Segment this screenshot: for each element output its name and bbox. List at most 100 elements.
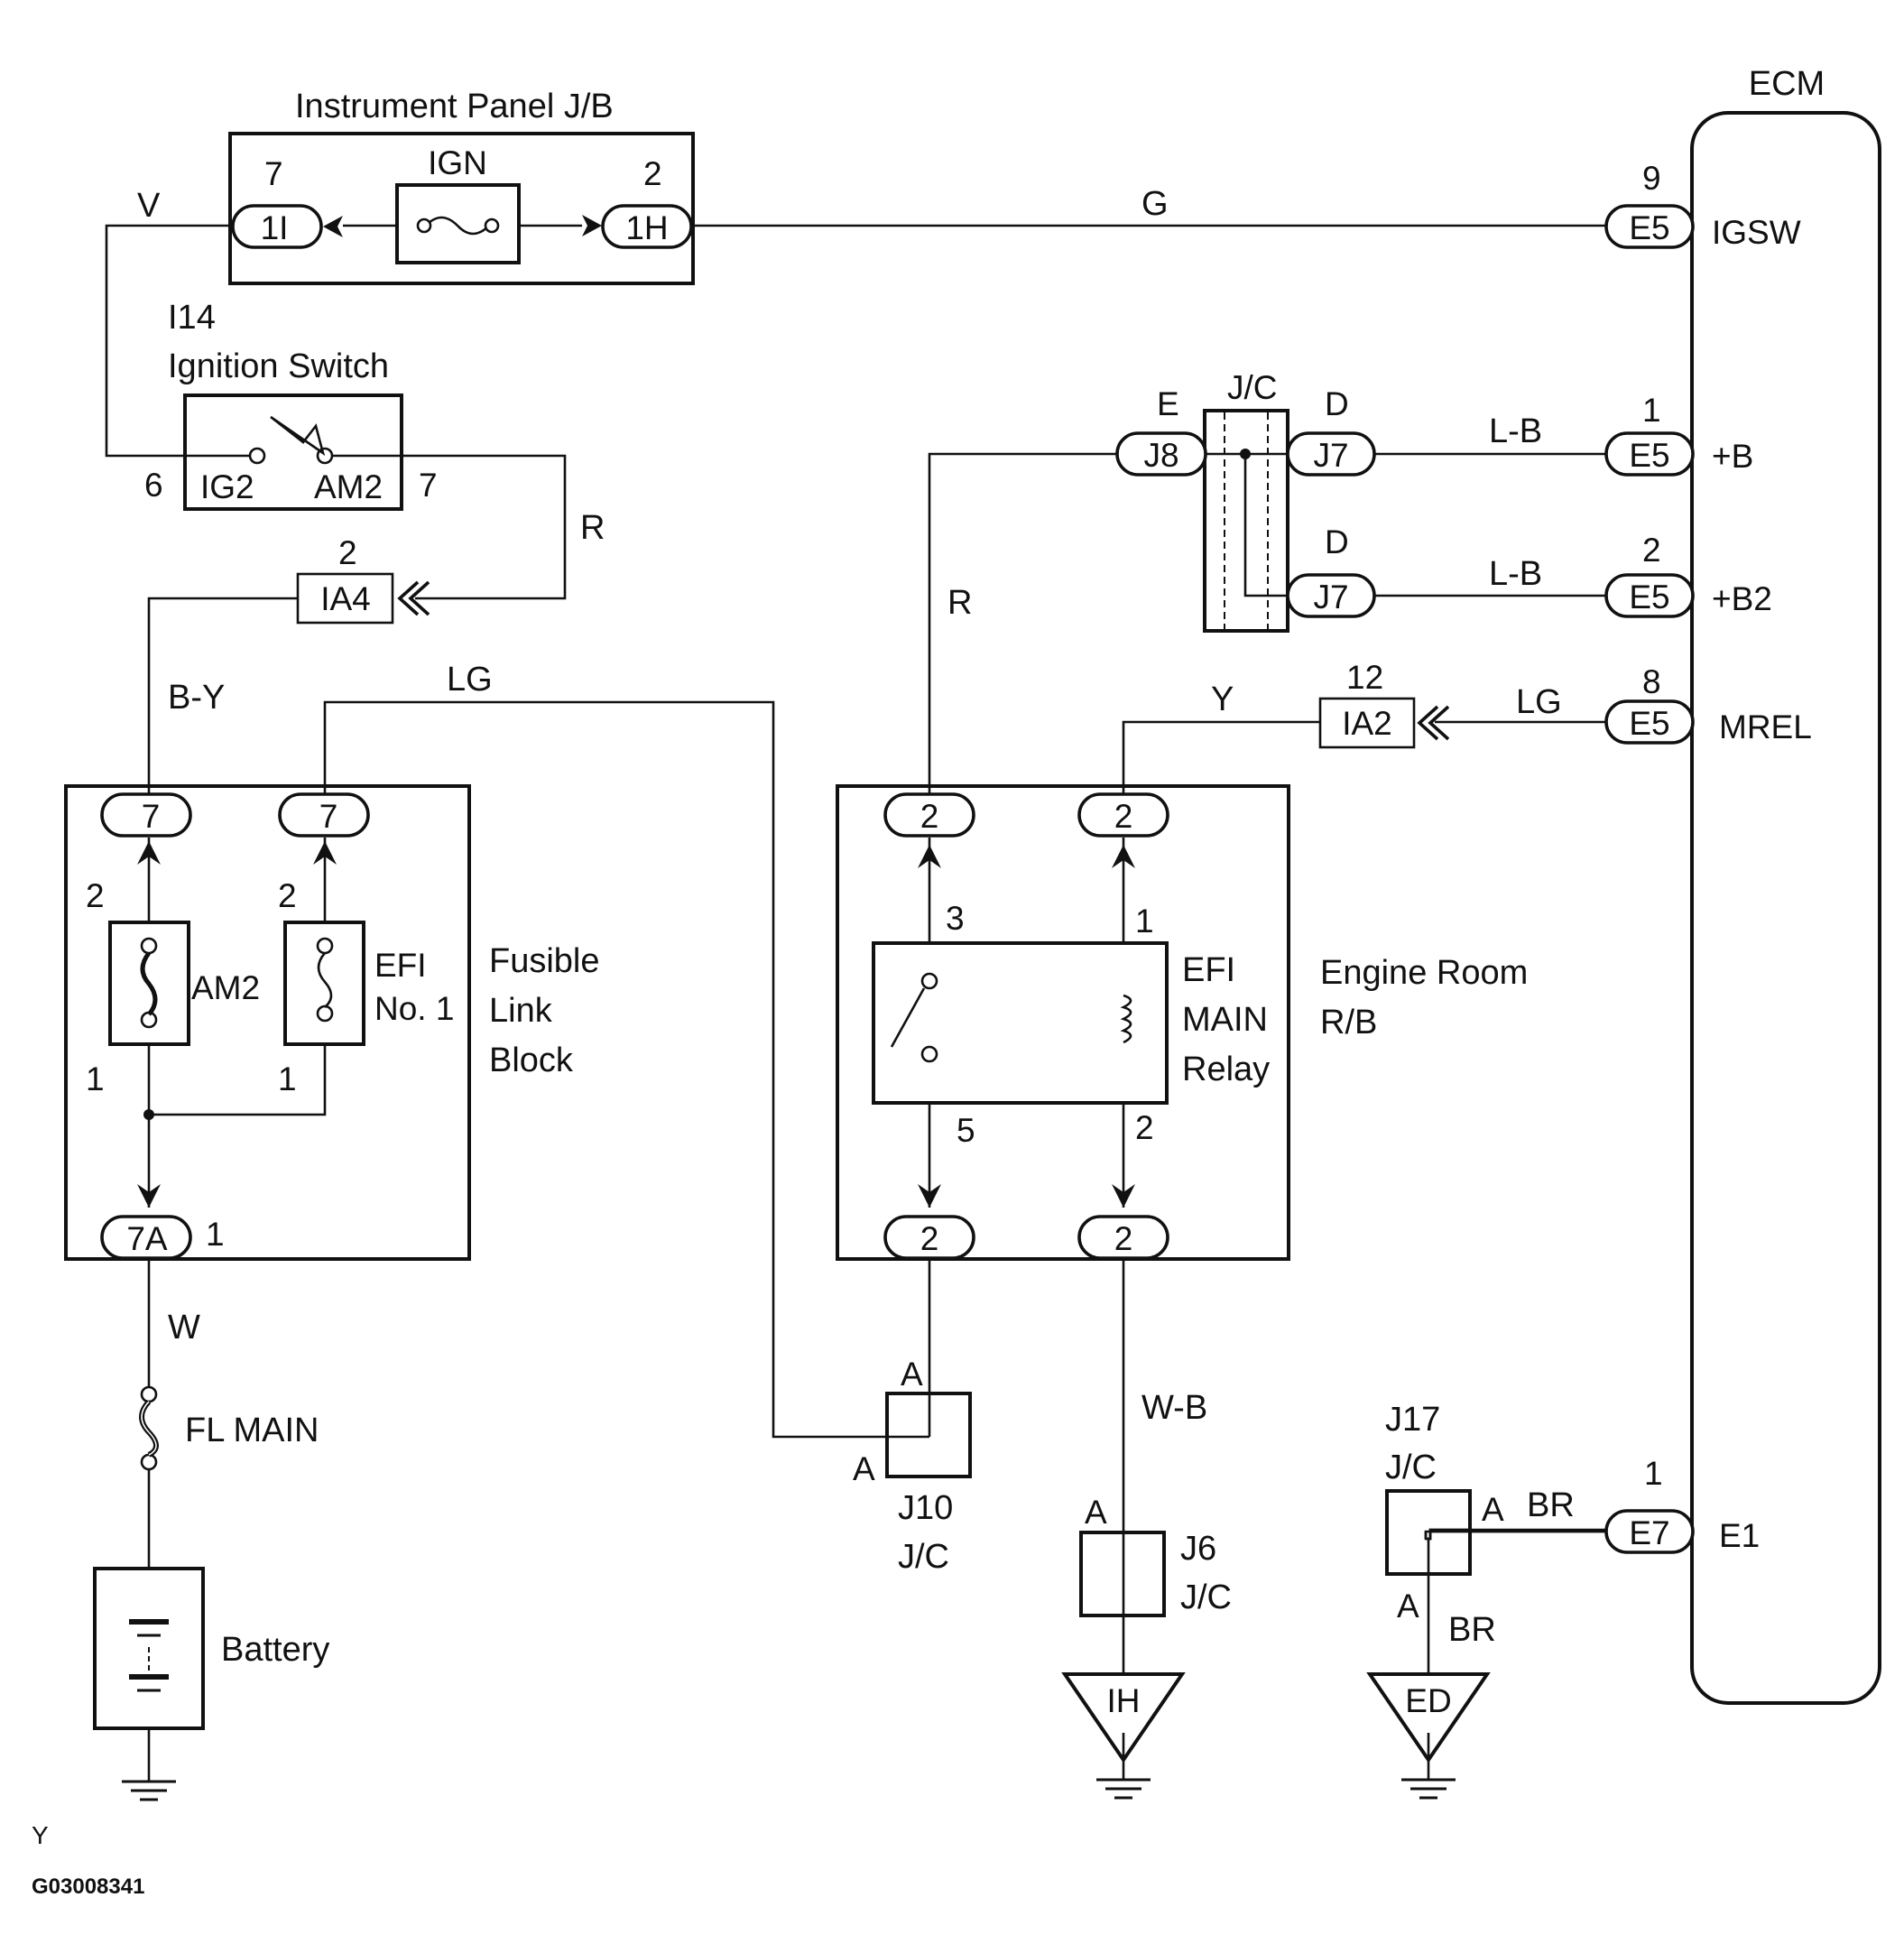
relay-pin-1: 1 (1135, 903, 1154, 940)
ecm-conn-b: E5 (1629, 437, 1669, 474)
j10-name: J10 (898, 1489, 953, 1527)
ip-conn-1i: 1I (261, 209, 289, 246)
jc-conn-j8: J8 (1143, 437, 1178, 474)
ecm-terminal-igsw: IGSW (1712, 214, 1801, 251)
relay-bottom-right-pin: 2 (1114, 1220, 1133, 1257)
ignition-switch-title: Ignition Switch (168, 347, 389, 385)
wire-label-r1: R (580, 509, 605, 547)
ground-ih-label: IH (1107, 1682, 1141, 1719)
ia4-pin: 2 (338, 534, 357, 571)
am2-fuse-label: AM2 (191, 969, 260, 1006)
wire-label-lg2: LG (1516, 683, 1562, 721)
connector-ia2: Y 12 IA2 LG (1211, 659, 1562, 749)
relay-label-2: MAIN (1182, 1001, 1268, 1039)
fusible-top-right-pin: 7 (319, 798, 338, 835)
fusible-conn-7a: 7A (126, 1220, 168, 1257)
jc-conn-j7a: J7 (1313, 437, 1348, 474)
fl-main-label: FL MAIN (185, 1412, 319, 1449)
j17-pin-a2: A (1397, 1588, 1419, 1625)
engine-room-rb: 2 2 3 1 5 2 2 2 EFI MAIN Relay Engine Ro… (836, 784, 1528, 1261)
ground-ed-label: ED (1405, 1682, 1451, 1719)
fusible-pin1b: 1 (278, 1060, 297, 1097)
wire-label-lb1: L-B (1489, 412, 1542, 450)
jc-conn-j7b: J7 (1313, 579, 1348, 616)
relay-top-right-pin: 2 (1114, 798, 1133, 835)
relay-pin-5: 5 (957, 1112, 975, 1149)
fusible-top-left-pin: 7 (142, 798, 161, 835)
jc-pin-d1: D (1325, 385, 1349, 422)
wire-label-br1: BR (1527, 1486, 1575, 1524)
engine-room-title-2: R/B (1320, 1004, 1377, 1041)
ecm-conn-mrel: E5 (1629, 705, 1669, 742)
ia2-label: IA2 (1342, 705, 1392, 742)
j10-pin-a1: A (901, 1356, 923, 1393)
ecm-conn-pin-mrel: 8 (1642, 663, 1661, 700)
wire-label-lg1: LG (447, 661, 493, 699)
ecm-conn-pin-igsw: 9 (1642, 160, 1661, 197)
j6-jc: J/C (1180, 1578, 1232, 1616)
ip-right-pin: 2 (643, 155, 662, 192)
fusible-pin1a: 1 (86, 1060, 105, 1097)
engine-room-title-1: Engine Room (1320, 954, 1528, 992)
j6-pin-a: A (1085, 1494, 1107, 1531)
jc-pin-e: E (1157, 385, 1179, 422)
fusible-title-2: Link (489, 992, 553, 1030)
ecm-conn-b2: E5 (1629, 579, 1669, 616)
ignition-pin-6: 6 (144, 467, 163, 504)
ecm-conn-pin-b2: 2 (1642, 532, 1661, 569)
ecm-connectors: 9 E5 1 E5 2 E5 8 E5 1 E7 (1604, 160, 1695, 1554)
j10-pin-a2: A (853, 1450, 875, 1487)
relay-label-1: EFI (1182, 951, 1235, 989)
instrument-panel-jb: Instrument Panel J/B 7 1I IGN 2 1H V G (137, 88, 1169, 285)
wire-label-by: B-Y (168, 679, 225, 717)
ecm-conn-pin-b: 1 (1642, 392, 1661, 429)
ecm-conn-e1: E7 (1629, 1514, 1669, 1551)
ecm-block: ECM IGSW +B +B2 MREL E1 (1690, 65, 1881, 1705)
junction-j6: W-B A J6 J/C IH (1061, 1389, 1232, 1800)
fusible-link-block: 7 7 2 2 AM2 EFI No. 1 1 1 7A 1 Fusible L… (64, 784, 600, 1261)
ecm-terminal-mrel: MREL (1719, 708, 1812, 745)
wire-label-v: V (137, 187, 161, 225)
connector-ia4: 2 IA4 B-Y LG (168, 534, 493, 717)
j17-jc: J/C (1385, 1449, 1437, 1486)
fusible-pin2a: 2 (86, 877, 105, 914)
efi-fuse-label-2: No. 1 (374, 990, 454, 1027)
ecm-conn-pin-e1: 1 (1644, 1455, 1663, 1492)
am2-switch-label: AM2 (314, 468, 383, 505)
footer-id: G03008341 (32, 1875, 144, 1899)
ecm-terminal-e1: E1 (1719, 1517, 1760, 1554)
j17-pin-a1: A (1482, 1491, 1504, 1528)
wire-label-g: G (1141, 185, 1169, 223)
ecm-terminal-b2: +B2 (1712, 580, 1772, 617)
ign-fuse-label: IGN (428, 144, 487, 181)
junction-j10: A A J10 J/C (853, 1356, 972, 1576)
junction-connector-top: J/C E J8 D J7 D J7 L-B L-B R (947, 369, 1542, 633)
ignition-switch-id: I14 (168, 299, 216, 337)
j10-jc: J/C (898, 1538, 949, 1576)
ip-left-pin: 7 (264, 155, 283, 192)
ia4-label: IA4 (320, 580, 371, 617)
wire-label-lb2: L-B (1489, 555, 1542, 593)
instrument-panel-title: Instrument Panel J/B (295, 88, 614, 125)
wire-label-br2: BR (1448, 1611, 1496, 1649)
jc-top-label: J/C (1227, 369, 1278, 406)
relay-pin-3: 3 (946, 900, 965, 937)
junction-j17: J17 J/C A BR A BR ED (1366, 1401, 1575, 1800)
fusible-title-3: Block (489, 1041, 574, 1079)
ig2-label: IG2 (200, 468, 254, 505)
j6-name: J6 (1180, 1530, 1216, 1568)
efi-fuse-label-1: EFI (374, 947, 427, 984)
wire-label-r2: R (947, 584, 972, 622)
wires (105, 224, 1606, 1782)
battery-label: Battery (221, 1631, 329, 1669)
relay-label-3: Relay (1182, 1051, 1270, 1088)
wire-label-wb: W-B (1141, 1389, 1207, 1427)
fusible-bottom-pin: 1 (206, 1216, 225, 1253)
fusible-pin2b: 2 (278, 877, 297, 914)
j17-name: J17 (1385, 1401, 1440, 1439)
ecm-terminal-b: +B (1712, 438, 1753, 475)
ecm-conn-igsw: E5 (1629, 209, 1669, 246)
jc-pin-d2: D (1325, 523, 1349, 560)
relay-bottom-left-pin: 2 (920, 1220, 939, 1257)
